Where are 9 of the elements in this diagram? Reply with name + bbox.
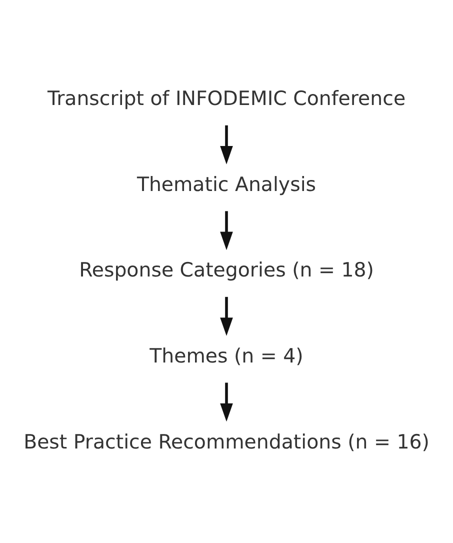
arrow [220,211,233,250]
arrow [220,296,233,336]
node-text: Response Categories (n = 18) [79,258,374,282]
arrow [220,382,233,422]
arrow [220,125,233,164]
node-text: Themes (n = 4) [150,344,304,368]
node-text: Best Practice Recommendations (n = 16) [24,430,430,454]
node-text: Thematic Analysis [136,172,316,196]
node-text: Transcript of INFODEMIC Conference [47,87,406,110]
